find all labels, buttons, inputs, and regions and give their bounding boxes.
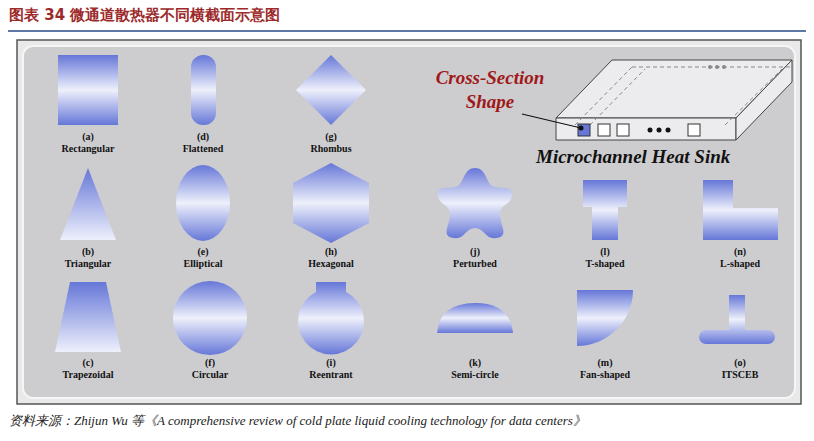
shape-name: T-shaped — [585, 258, 624, 269]
shape-name: Flattened — [183, 143, 224, 154]
shape-letter: (a) — [82, 131, 94, 142]
shape-letter: (e) — [197, 246, 208, 257]
figure-title: 图表 34 微通道散热器不同横截面示意图 — [9, 6, 280, 25]
shape-name: Fan-shaped — [580, 369, 630, 380]
source-note: 资料来源：Zhijun Wu 等《A comprehensive review … — [9, 412, 586, 430]
shape-letter: (j) — [470, 246, 480, 257]
shape-name: Elliptical — [184, 258, 223, 269]
shape-name: L-shaped — [720, 258, 760, 269]
shape-name: Semi-circle — [451, 369, 499, 380]
figure-label: Microchannel Heat Sink — [536, 146, 730, 168]
shape-letter: (b) — [82, 246, 94, 257]
shape-name: Triangular — [65, 258, 111, 269]
shape-name: Trapezoidal — [63, 369, 114, 380]
shape-letter: (d) — [197, 131, 209, 142]
shape-name: Reentrant — [309, 369, 352, 380]
shape-name: Rhombus — [310, 143, 351, 154]
shape-letter: (g) — [325, 131, 337, 142]
shape-name: Perturbed — [453, 258, 497, 269]
shape-letter: (l) — [600, 246, 609, 257]
shape-name: Hexagonal — [308, 258, 354, 269]
shape-letter: (i) — [326, 357, 335, 368]
shape-letter: (c) — [82, 357, 93, 368]
shape-letter: (m) — [598, 357, 613, 368]
shape-name: Rectangular — [62, 143, 115, 154]
shape-letter: (h) — [325, 246, 337, 257]
shape-letter: (f) — [205, 357, 215, 368]
callout-label: Cross-Section Shape — [420, 66, 560, 114]
shape-letter: (n) — [734, 246, 746, 257]
shape-name: Circular — [192, 369, 228, 380]
shape-letter: (o) — [734, 357, 746, 368]
shape-letter: (k) — [469, 357, 481, 368]
shape-name: ITSCEB — [722, 369, 759, 380]
